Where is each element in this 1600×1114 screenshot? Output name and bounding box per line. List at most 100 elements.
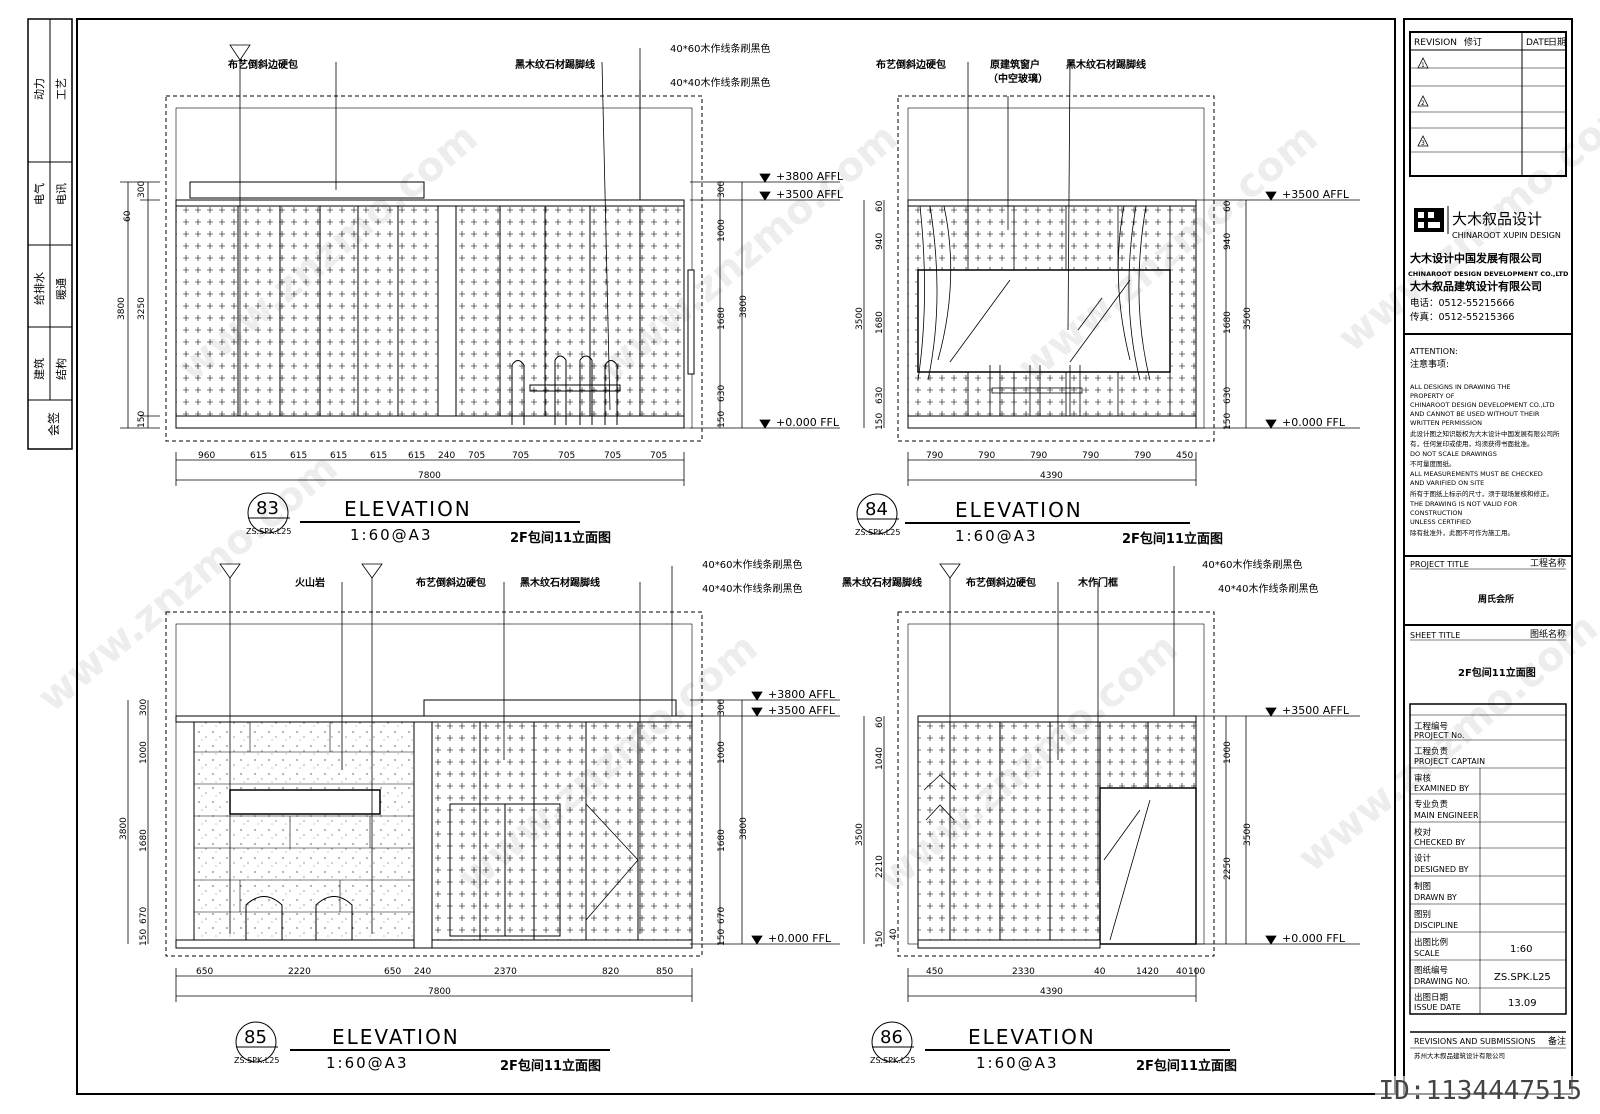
e83-level-0: +0.000 FFL bbox=[776, 416, 840, 429]
title-block: REVISION 修订 DATE 日期 1 2 3 大木叙品设计 CHINARO… bbox=[1404, 31, 1572, 1060]
e86-dim-left-1040: 1040 bbox=[875, 747, 885, 770]
e86-label-fabric: 布艺倒斜边硬包 bbox=[966, 576, 1036, 589]
e85-dim-b-6: 820 bbox=[602, 967, 619, 977]
strip-row-4-a: 建筑 bbox=[32, 358, 46, 380]
tb-rev-2: 2 bbox=[1421, 100, 1425, 107]
e86-name: 2F包间11立面图 bbox=[1136, 1058, 1237, 1074]
e83-level-3800: +3800 AFFL bbox=[776, 170, 844, 183]
e85-ref: ZS.SPK.L25 bbox=[234, 1056, 279, 1065]
e83-dim-right-300: 300 bbox=[717, 181, 727, 198]
e85-dim-total: 7800 bbox=[428, 987, 451, 997]
strip-row-2-b: 电讯 bbox=[55, 183, 68, 205]
e83-dim-b-8: 705 bbox=[468, 451, 485, 461]
e83-dim-left-3800: 3800 bbox=[117, 297, 127, 320]
e83-dim-left-60: 60 bbox=[123, 210, 133, 222]
id-tag: ID:1134447515 bbox=[1374, 1076, 1586, 1106]
tb-row-7-cn: 制图 bbox=[1414, 881, 1431, 892]
tb-row-11-en: ISSUE DATE bbox=[1414, 1003, 1461, 1012]
e86-dim-b-1: 450 bbox=[926, 967, 943, 977]
e85-level-3800: +3800 AFFL bbox=[768, 688, 836, 701]
e86-title: ELEVATION bbox=[968, 1025, 1096, 1049]
e84-label-skirting: 黑木纹石材踢脚线 bbox=[1066, 58, 1146, 71]
e84-dim-right-630: 630 bbox=[1223, 387, 1233, 404]
tb-row-2-en: PROJECT CAPTAIN bbox=[1414, 757, 1485, 766]
e83-label-fabric: 布艺倒斜边硬包 bbox=[228, 58, 298, 71]
e85-number: 85 bbox=[244, 1027, 267, 1048]
e85-dim-left-150: 150 bbox=[139, 929, 149, 946]
e84-dim-b-2: 790 bbox=[978, 451, 995, 461]
e85-dim-right-150: 150 bbox=[717, 929, 727, 946]
e85-dim-right-1000: 1000 bbox=[717, 741, 727, 764]
e85-level-3500: +3500 AFFL bbox=[768, 704, 836, 717]
e85-dim-b-5: 2370 bbox=[494, 967, 517, 977]
e85-dim-right-1680: 1680 bbox=[717, 829, 727, 852]
tb-row-6-en: DESIGNED BY bbox=[1414, 865, 1469, 874]
e83-dim-left-150: 150 bbox=[137, 411, 147, 428]
e86-level-3500: +3500 AFFL bbox=[1282, 704, 1350, 717]
e85-dim-left-300: 300 bbox=[139, 699, 149, 716]
e85-label-trim-60: 40*60木作线条刷黑色 bbox=[702, 558, 802, 571]
e84-dim-left-150: 150 bbox=[875, 413, 885, 430]
e85-dim-left-670: 670 bbox=[139, 907, 149, 924]
strip-row-3-b: 暖通 bbox=[55, 278, 68, 300]
e84-dim-b-4: 790 bbox=[1082, 451, 1099, 461]
tb-revision-cn: 修订 bbox=[1464, 36, 1482, 48]
e85-dim-b-3: 650 bbox=[384, 967, 401, 977]
e84-label-glass: （中空玻璃） bbox=[988, 72, 1048, 85]
e84-dim-right-3500: 3500 bbox=[1243, 307, 1253, 330]
e86-dim-left-60: 60 bbox=[875, 716, 885, 728]
tb-date: DATE bbox=[1526, 38, 1550, 48]
tb-row-10-cn: 图纸编号 bbox=[1414, 965, 1448, 976]
tb-revisions-label: REVISIONS AND SUBMISSIONS bbox=[1414, 1037, 1536, 1046]
e83-dim-b-1: 960 bbox=[198, 451, 215, 461]
strip-row-1-b: 工艺 bbox=[55, 78, 68, 100]
e86-dim-left-40: 40 bbox=[889, 928, 899, 940]
strip-row-1-a: 动力 bbox=[33, 78, 46, 100]
tb-note-10: ALL MEASUREMENTS MUST BE CHECKED bbox=[1410, 470, 1543, 478]
tb-row-1-cn: 工程编号 bbox=[1414, 721, 1448, 732]
e84-dim-b-5: 790 bbox=[1134, 451, 1151, 461]
e84-dim-b-3: 790 bbox=[1030, 451, 1047, 461]
e86-label-trim-40: 40*40木作线条刷黑色 bbox=[1218, 582, 1318, 595]
e84-dim-total: 4390 bbox=[1040, 471, 1063, 481]
e83-title: ELEVATION bbox=[344, 497, 472, 521]
tb-note-14: CONSTRUCTION bbox=[1410, 509, 1462, 517]
e85-dim-left-3800: 3800 bbox=[119, 817, 129, 840]
e84-dim-right-1680: 1680 bbox=[1223, 311, 1233, 334]
tb-note-6: 此设计图之知识版权为大木设计中国发展有限公司所 bbox=[1410, 429, 1560, 438]
elevation-85: 火山岩 布艺倒斜边硬包 黑木纹石材踢脚线 40*60木作线条刷黑色 40*40木… bbox=[119, 558, 840, 1074]
e86-dim-left-2210: 2210 bbox=[875, 855, 885, 878]
e83-dim-right-1680: 1680 bbox=[717, 307, 727, 330]
strip-row-4-b: 结构 bbox=[54, 358, 68, 380]
e83-dim-b-2: 615 bbox=[250, 451, 267, 461]
tb-row-9-cn: 出图比例 bbox=[1414, 937, 1448, 948]
e83-dim-b-10: 705 bbox=[558, 451, 575, 461]
e86-dim-b-2: 2330 bbox=[1012, 967, 1035, 977]
elevation-83: 布艺倒斜边硬包 黑木纹石材踢脚线 40*60木作线条刷黑色 40*40木作线条刷… bbox=[117, 42, 844, 546]
tb-sheet-title-cn: 图纸名称 bbox=[1530, 628, 1566, 640]
e85-dim-left-1680: 1680 bbox=[139, 829, 149, 852]
e85-label-lava: 火山岩 bbox=[295, 576, 325, 589]
elevation-84: 布艺倒斜边硬包 原建筑窗户 （中空玻璃） 黑木纹石材踢脚线 +3500 AFFL… bbox=[855, 58, 1360, 547]
tb-sheet-name: 2F包间11立面图 bbox=[1458, 666, 1536, 679]
e84-name: 2F包间11立面图 bbox=[1122, 531, 1223, 547]
e83-dim-total: 7800 bbox=[418, 471, 441, 481]
tb-fax: 传真：0512-55215366 bbox=[1410, 311, 1514, 323]
tb-attention-cn: 注意事项: bbox=[1410, 358, 1449, 370]
e85-level-0: +0.000 FFL bbox=[768, 932, 832, 945]
e86-label-trim-60: 40*60木作线条刷黑色 bbox=[1202, 558, 1302, 571]
e84-dim-left-3500: 3500 bbox=[855, 307, 865, 330]
tb-sheet-title: SHEET TITLE bbox=[1410, 631, 1460, 640]
tb-scale-value: 1:60 bbox=[1510, 944, 1532, 955]
tb-note-12: 所有于图纸上标示的尺寸，须于现场复核和修正。 bbox=[1410, 489, 1553, 498]
e83-dim-b-11: 705 bbox=[604, 451, 621, 461]
tb-rev-1: 1 bbox=[1421, 62, 1425, 69]
e84-scale: 1:60@A3 bbox=[955, 527, 1038, 545]
e84-dim-right-150: 150 bbox=[1223, 413, 1233, 430]
e86-number: 86 bbox=[880, 1027, 903, 1048]
tb-tel: 电话：0512-55215666 bbox=[1410, 297, 1514, 309]
e83-dim-right-150: 150 bbox=[717, 411, 727, 428]
tb-note-9: 不可量度图纸。 bbox=[1410, 459, 1456, 468]
tb-date-cn: 日期 bbox=[1548, 37, 1566, 48]
e84-level-3500: +3500 AFFL bbox=[1282, 188, 1350, 201]
